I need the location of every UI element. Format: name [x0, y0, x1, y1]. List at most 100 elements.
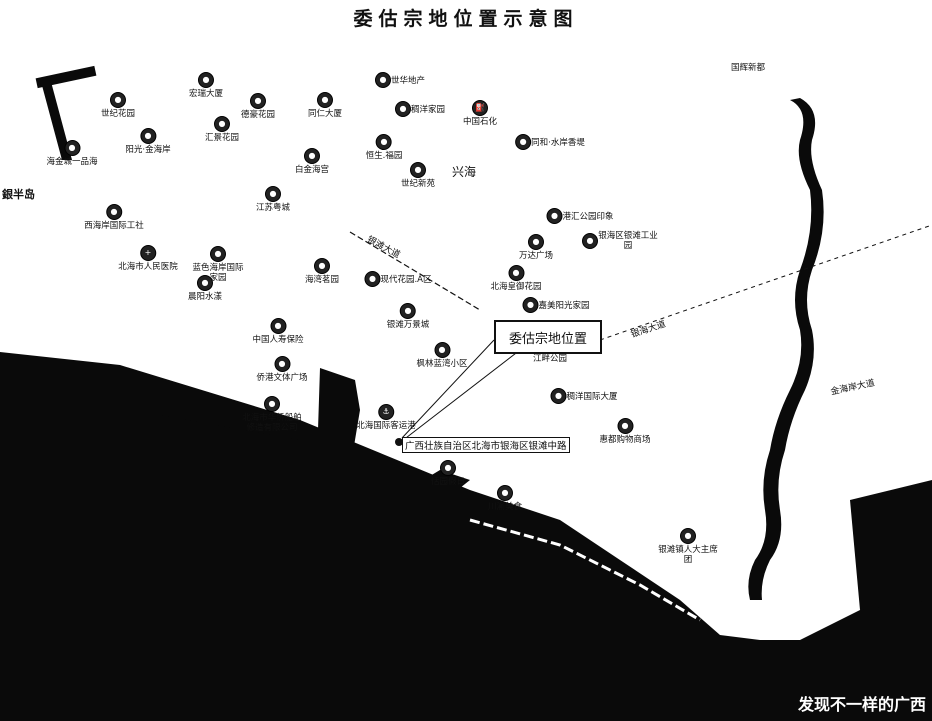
building-icon: ● [364, 271, 381, 287]
food-icon: ● [496, 485, 513, 501]
poi-label: 晨阳水漾 [187, 292, 223, 302]
road-line [599, 224, 932, 341]
sea-area [0, 352, 932, 721]
poi-label: 恬园假日 [430, 477, 466, 487]
callout-leader [401, 339, 495, 439]
poi: ●银滩万景城 [387, 303, 429, 330]
poi: ●世纪花园 [101, 92, 135, 119]
poi-label: 万达广场 [518, 251, 554, 261]
poi: ●中国人寿保险 [252, 318, 304, 345]
poi: ●港汇公园印象 [546, 208, 614, 224]
poi: ●侨港文体广场 [256, 356, 308, 383]
poi: ●川渝美食 [488, 485, 522, 512]
poi: ●同仁大厦 [308, 92, 342, 119]
poi-label: 现代花园.A区 [380, 274, 432, 285]
poi-label: 北海市华侨船舶修造有限公司 [242, 413, 302, 433]
poi-label: 北海市人民医院 [118, 262, 178, 272]
poi: ●江苏粤城 [256, 186, 290, 213]
building-icon: ● [264, 186, 281, 202]
poi: ●阳光·金海岸 [125, 128, 171, 155]
building-icon: ● [213, 116, 230, 132]
hospital-icon: + [139, 245, 156, 261]
poi: ●宏瑞大厦 [189, 72, 223, 99]
poi: ●稠洋家园 [394, 101, 446, 117]
poi-label: 银滩镇人大主席团 [658, 545, 718, 565]
poi-label: 阳光·金海岸 [125, 145, 171, 155]
building-icon: ● [374, 72, 391, 88]
sea-area [850, 480, 932, 610]
building-icon: ● [582, 232, 598, 249]
building-icon: ● [210, 246, 226, 262]
pier [155, 400, 300, 440]
poi: +北海市人民医院 [118, 245, 178, 272]
poi: ●世华地产 [374, 72, 426, 88]
poi: ●同和·水岸香堤 [515, 134, 585, 150]
building-icon: ● [63, 140, 80, 156]
building-icon: ● [109, 92, 126, 108]
poi: ●嘉美阳光家园 [522, 297, 590, 313]
poi: ●恬园假日 [431, 460, 465, 487]
building-icon: ● [139, 128, 156, 144]
poi-label: 惠都购物商场 [599, 435, 651, 445]
poi-label: 白金海宫 [294, 165, 330, 175]
building-icon: ● [433, 342, 450, 358]
poi-label: 世纪新苑 [400, 179, 436, 189]
building-icon: ● [264, 396, 280, 412]
figure-title: 委估宗地位置示意图 [353, 8, 579, 30]
poi: ●晨阳水漾 [188, 275, 222, 302]
building-icon: ● [439, 460, 456, 476]
poi-label: 海金城一品海 [46, 157, 98, 167]
poi: ●汇景花园 [205, 116, 239, 143]
building-icon: ● [515, 134, 532, 150]
building-icon: ● [196, 275, 213, 291]
poi-label: 世华地产 [390, 75, 426, 86]
building-icon: ● [394, 101, 411, 117]
poi: 国辉新都 [731, 62, 765, 73]
poi-label: 汇景花园 [204, 133, 240, 143]
poi-label: 港汇公园印象 [562, 211, 614, 222]
pier [40, 78, 72, 160]
river [748, 98, 824, 600]
poi: ●海金城一品海 [46, 140, 98, 167]
poi: ●恒生.福园 [365, 134, 403, 161]
building-icon: ● [269, 318, 286, 334]
building-icon: ● [527, 234, 544, 250]
poi: ●银滩镇人大主席团 [658, 528, 718, 565]
poi-label: 稠洋家园 [410, 104, 446, 115]
building-icon: ● [680, 528, 696, 544]
building-icon: ● [197, 72, 214, 88]
poi: ●现代花园.A区 [364, 271, 432, 287]
building-icon: ● [313, 258, 330, 274]
poi: ●枫林蓝湾小区 [416, 342, 468, 369]
area-label: 兴海 [452, 165, 477, 179]
poi: 江畔公园 [533, 353, 567, 364]
poi-label: 世纪花园 [100, 109, 136, 119]
poi: ●银海区银滩工业园 [582, 230, 658, 251]
poi-label: 江畔公园 [532, 354, 568, 364]
location-pin-icon [395, 438, 403, 446]
subject-callout: 委估宗地位置 [494, 320, 602, 354]
poi-label: 川渝美食 [487, 502, 523, 512]
building-icon: ● [399, 303, 416, 319]
building-icon: ● [273, 356, 290, 372]
poi-label: 北海皇御花园 [490, 282, 542, 292]
poi-label: 宏瑞大厦 [188, 89, 224, 99]
poi-label: 银海区银滩工业园 [598, 231, 658, 251]
building-icon: ● [507, 265, 524, 281]
poi-label: 海湾茗园 [304, 275, 340, 285]
poi: ●世纪新苑 [401, 162, 435, 189]
anchor-icon: ⚓ [377, 404, 394, 420]
building-icon: ● [522, 297, 539, 313]
subject-address: 广西壮族自治区北海市银海区银滩中路 [402, 437, 570, 453]
gas-icon: ⛽ [471, 100, 488, 116]
poi-label: 中国人寿保险 [252, 335, 304, 345]
building-icon: ● [303, 148, 320, 164]
building-icon: ● [550, 388, 567, 404]
building-icon: ● [249, 93, 266, 109]
poi-label: 恒生.福园 [365, 151, 403, 161]
poi-label: 枫林蓝湾小区 [416, 359, 468, 369]
building-icon: ● [546, 208, 563, 224]
poi-label: 嘉美阳光家园 [538, 300, 590, 311]
poi: ●稠洋国际大厦 [550, 388, 618, 404]
